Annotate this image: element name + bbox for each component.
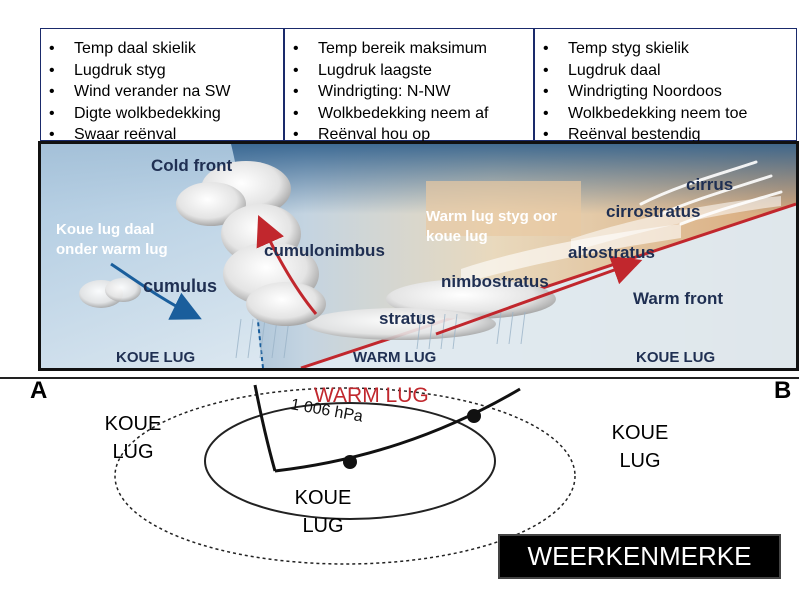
page-title: WEERKENMERKE <box>498 534 781 579</box>
map-cold-air-left-label: KOUE LUG <box>96 410 170 466</box>
map-warm-air-label: WARM LUG <box>314 384 429 407</box>
list-item: Wolkbedekking neem toe <box>543 103 796 125</box>
stratus-cloud <box>306 308 496 340</box>
warm-air-note-line-2: koue lug <box>426 228 488 245</box>
cold-air-sinking-arrow <box>110 262 202 320</box>
warm-front-line <box>274 387 521 473</box>
list-item: Temp styg skielik <box>543 38 796 60</box>
warm-front-boundary <box>300 202 796 368</box>
cold-air-note-line-1: Koue lug daal <box>56 221 154 238</box>
warm-front-label: Warm front <box>633 289 723 308</box>
label-line: KOUE <box>611 422 669 444</box>
cold-front-characteristics-box: Temp daal skielik Lugdruk styg Wind vera… <box>40 28 284 145</box>
rain-shafts <box>235 311 526 359</box>
cold-air-note-line-2: onder warm lug <box>56 241 168 258</box>
list-item: Lugdruk laagste <box>293 60 533 82</box>
list-item: Temp daal skielik <box>49 38 283 60</box>
warm-front-symbol <box>343 455 357 469</box>
list-item: Windrigting Noordoos <box>543 81 796 103</box>
warm-air-note-background <box>426 181 581 236</box>
cold-front-line <box>253 384 277 472</box>
altostratus-cloud <box>461 224 681 284</box>
list-item: Reënval bestendig <box>543 124 796 146</box>
cirrostratus-cloud <box>571 196 781 252</box>
synoptic-map: 1 006 hPa <box>0 371 799 598</box>
warm-air-rising-arrow-right <box>435 255 643 336</box>
frontal-cross-section-diagram: Cold front Koue lug daal onder warm lug … <box>38 141 799 371</box>
list-item: Wind verander na SW <box>49 81 283 103</box>
list-item: Swaar reënval <box>49 124 283 146</box>
inner-isobar <box>204 402 496 520</box>
label-line: KOUE <box>104 413 162 435</box>
cumulus-label: cumulus <box>143 276 217 296</box>
cold-front-label: Cold front <box>151 156 233 175</box>
cirrostratus-label: cirrostratus <box>606 202 700 221</box>
zone-label-right: KOUE LUG <box>636 349 715 366</box>
list-item: Temp bereik maksimum <box>293 38 533 60</box>
point-a-label: A <box>30 377 48 404</box>
list-item: Reënval hou op <box>293 124 533 146</box>
cirrus-label: cirrus <box>686 175 733 194</box>
warm-air-note-line-1: Warm lug styg oor <box>426 208 557 225</box>
point-b-label: B <box>774 377 792 404</box>
list-item: Windrigting: N-NW <box>293 81 533 103</box>
warm-air-rising-arrow-left <box>256 215 318 315</box>
list-item: Wolkbedekking neem af <box>293 103 533 125</box>
list-item: Lugdruk styg <box>49 60 283 82</box>
map-cold-air-bottom-label: KOUE LUG <box>286 484 360 540</box>
warm-front-characteristics-box: Temp styg skielik Lugdruk daal Windrigti… <box>534 28 797 145</box>
list-item: Digte wolkbedekking <box>49 103 283 125</box>
warm-front-symbol <box>467 409 481 423</box>
altostratus-label: altostratus <box>568 243 655 262</box>
label-line: KOUE <box>294 487 352 509</box>
zone-label-mid: WARM LUG <box>353 349 436 366</box>
outer-isobar <box>114 387 576 565</box>
label-line: LUG <box>302 515 344 537</box>
label-line: LUG <box>619 450 661 472</box>
nimbostratus-label: nimbostratus <box>441 272 549 291</box>
cumulus-cloud <box>79 278 141 308</box>
stratus-label: stratus <box>379 309 436 328</box>
warm-sector-characteristics-box: Temp bereik maksimum Lugdruk laagste Win… <box>284 28 534 145</box>
cumulonimbus-label: cumulonimbus <box>264 241 385 260</box>
zone-label-left: KOUE LUG <box>116 349 195 366</box>
cross-section-svg: Cold front Koue lug daal onder warm lug … <box>41 144 796 368</box>
synoptic-map-svg: 1 006 hPa <box>0 377 799 565</box>
list-item: Lugdruk daal <box>543 60 796 82</box>
map-cold-air-right-label: KOUE LUG <box>603 419 677 475</box>
label-line: LUG <box>112 441 154 463</box>
